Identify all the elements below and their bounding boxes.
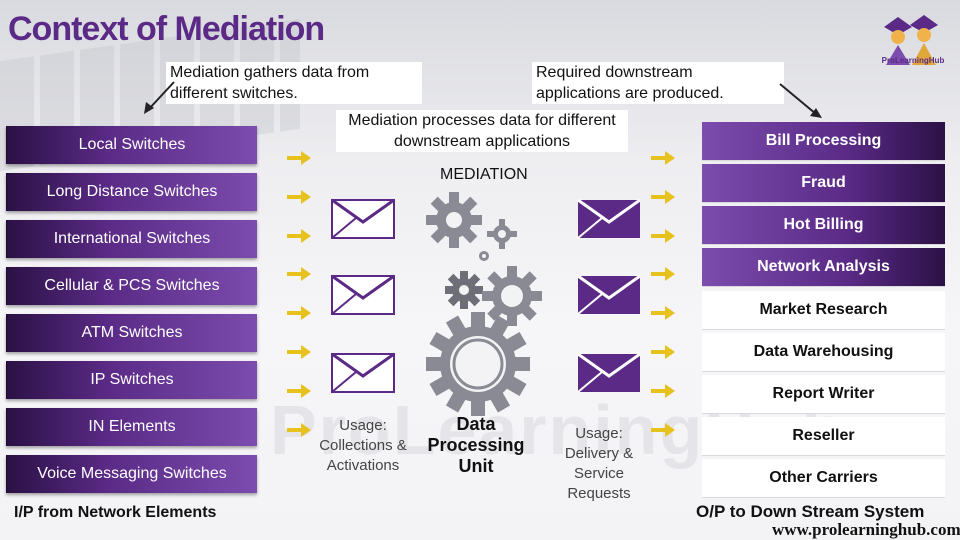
envelope-icon: [331, 352, 395, 393]
arrow-right-icon: [651, 345, 675, 359]
envelope-icon: [577, 274, 641, 315]
footer-output-label: O/P to Down Stream System: [696, 502, 925, 521]
arrow-right-icon: [287, 423, 311, 437]
source-local-switches: Local Switches: [6, 126, 257, 164]
arrow-right-icon: [651, 267, 675, 281]
arrow-right-icon: [651, 151, 675, 165]
arrow-right-icon: [287, 190, 311, 204]
arrow-right-icon: [287, 345, 311, 359]
output-bill-processing: Bill Processing: [702, 122, 945, 161]
callout-gathers: Mediation gathers data from different sw…: [166, 62, 422, 104]
output-hot-billing: Hot Billing: [702, 206, 945, 245]
page-title: Context of Mediation: [8, 10, 325, 48]
source-ip-switches: IP Switches: [6, 361, 257, 399]
pointer-arrow-left: [144, 81, 175, 114]
gear-icon: [426, 192, 542, 416]
mediation-label: MEDIATION: [440, 166, 528, 183]
envelope-icon: [331, 274, 395, 315]
label-data-processing-unit: Data Processing Unit: [427, 414, 525, 476]
arrow-right-icon: [651, 229, 675, 243]
logo-icon: [884, 15, 938, 65]
output-network-analysis: Network Analysis: [702, 248, 945, 287]
source-voice-messaging-switches: Voice Messaging Switches: [6, 455, 257, 493]
output-report-writer: Report Writer: [702, 375, 945, 414]
logo-text: ProLearningHub: [881, 56, 945, 65]
arrow-right-icon: [287, 306, 311, 320]
arrow-right-icon: [287, 267, 311, 281]
callout-processes: Mediation processes data for different d…: [336, 110, 628, 152]
arrow-right-icon: [651, 190, 675, 204]
pointer-arrow-right: [779, 83, 822, 118]
source-international-switches: International Switches: [6, 220, 257, 258]
arrow-right-icon: [287, 151, 311, 165]
envelope-icon: [577, 198, 641, 239]
label-usage-collections: Usage: Collections & Activations: [319, 417, 407, 474]
website-url: www.prolearninghub.com: [772, 520, 960, 539]
callout-produced: Required downstream applications are pro…: [532, 62, 784, 104]
footer-input-label: I/P from Network Elements: [14, 504, 217, 521]
output-market-research: Market Research: [702, 291, 945, 330]
source-long-distance-switches: Long Distance Switches: [6, 173, 257, 211]
output-fraud: Fraud: [702, 164, 945, 203]
arrow-right-icon: [287, 229, 311, 243]
source-cellular-pcs-switches: Cellular & PCS Switches: [6, 267, 257, 305]
arrow-right-icon: [287, 384, 311, 398]
arrow-right-icon: [651, 384, 675, 398]
output-other-carriers: Other Carriers: [702, 459, 945, 498]
output-data-warehousing: Data Warehousing: [702, 333, 945, 372]
source-atm-switches: ATM Switches: [6, 314, 257, 352]
label-usage-delivery: Usage: Delivery & Service Requests: [564, 425, 634, 502]
output-reseller: Reseller: [702, 417, 945, 456]
arrow-right-icon: [651, 423, 675, 437]
envelope-icon: [577, 352, 641, 393]
source-in-elements: IN Elements: [6, 408, 257, 446]
envelope-icon: [331, 198, 395, 239]
arrow-right-icon: [651, 306, 675, 320]
